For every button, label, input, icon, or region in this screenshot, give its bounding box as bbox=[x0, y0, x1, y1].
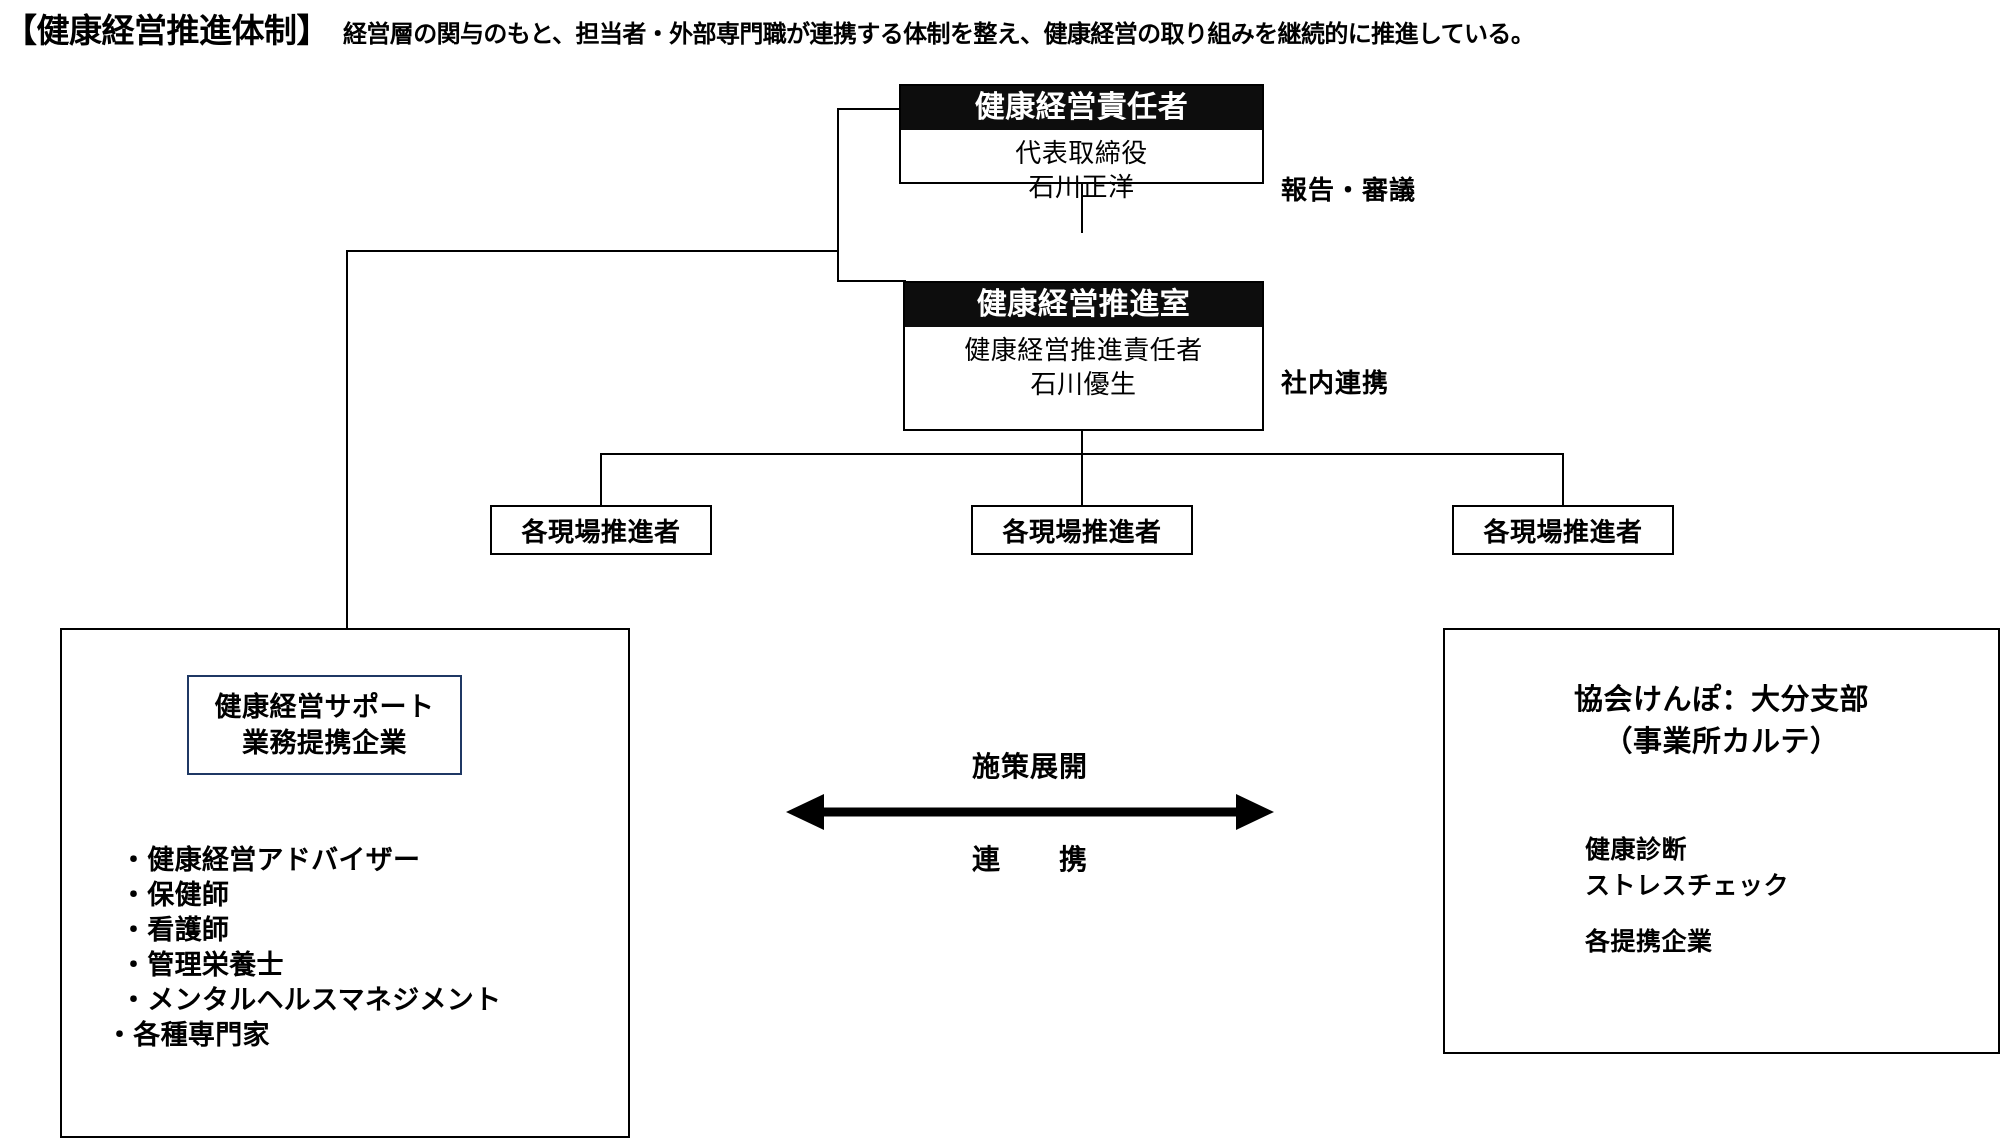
node-exec-role: 代表取締役 bbox=[1015, 138, 1148, 168]
label-report-deliberation: 報告・審議 bbox=[1281, 175, 1417, 205]
page-header: 【健康経営推進体制】 経営層の関与のもと、担当者・外部専門職が連携する体制を整え… bbox=[4, 4, 1996, 50]
panel-kyokai-kenpo-oita[interactable]: 協会けんぽ：大分支部 （事業所カルテ） 健康診断 ストレスチェック 各提携企業 bbox=[1443, 628, 2000, 1054]
page-description: 経営層の関与のもと、担当者・外部専門職が連携する体制を整え、健康経営の取り組みを… bbox=[343, 21, 1535, 48]
list-spacer bbox=[1585, 904, 1789, 924]
node-exec-name: 石川正洋 bbox=[1028, 172, 1135, 202]
connector-exec-left-stub bbox=[837, 108, 902, 110]
label-internal-cooperation: 社内連携 bbox=[1281, 368, 1390, 398]
node-health-management-executive[interactable]: 健康経営責任者 代表取締役 石川正洋 bbox=[899, 84, 1264, 202]
connector-left-panel-vertical bbox=[346, 250, 348, 630]
connector-promoter-drop-1 bbox=[600, 453, 602, 506]
list-item: ・メンタルヘルスマネジメント bbox=[120, 985, 502, 1015]
connector-bracket-to-left-panel-horizontal bbox=[346, 250, 839, 252]
page-title: 【健康経営推進体制】 bbox=[4, 12, 330, 49]
list-item: ・健康経営アドバイザー bbox=[120, 845, 421, 875]
panel-left-inner-title-line1: 健康経営サポート bbox=[214, 692, 435, 722]
label-cooperation: 連 携 bbox=[971, 844, 1088, 875]
node-site-promoter-1[interactable]: 各現場推進者 bbox=[490, 505, 712, 555]
bidirectional-arrow-icon bbox=[786, 790, 1274, 839]
node-site-promoter-2[interactable]: 各現場推進者 bbox=[971, 505, 1193, 555]
list-item: ・看護師 bbox=[120, 915, 230, 945]
node-office-role: 健康経営推進責任者 bbox=[964, 335, 1203, 365]
connector-promoter-drop-2 bbox=[1081, 453, 1083, 506]
node-exec-header: 健康経営責任者 bbox=[901, 86, 1262, 130]
list-item: 各提携企業 bbox=[1585, 928, 1713, 956]
connector-office-down bbox=[1081, 430, 1083, 455]
node-health-management-office[interactable]: 健康経営推進室 健康経営推進責任者 石川優生 bbox=[903, 281, 1264, 431]
list-item: ・保健師 bbox=[120, 880, 230, 910]
list-item: ・各種専門家 bbox=[106, 1020, 270, 1050]
node-site-promoter-3[interactable]: 各現場推進者 bbox=[1452, 505, 1674, 555]
label-policy-deployment: 施策展開 bbox=[971, 751, 1088, 782]
node-exec-body: 代表取締役 石川正洋 bbox=[901, 130, 1262, 204]
panel-left-inner-title-box: 健康経営サポート 業務提携企業 bbox=[187, 675, 462, 775]
connector-exec-to-office bbox=[1081, 183, 1083, 233]
list-item: ストレスチェック bbox=[1585, 872, 1790, 900]
node-office-body: 健康経営推進責任者 石川優生 bbox=[905, 327, 1262, 401]
panel-right-title-line1: 協会けんぽ：大分支部 bbox=[1573, 684, 1869, 716]
panel-right-title-line2: （事業所カルテ） bbox=[1603, 726, 1840, 758]
node-site-promoter-3-label: 各現場推進者 bbox=[1483, 516, 1643, 547]
node-office-name: 石川優生 bbox=[1030, 369, 1137, 399]
panel-left-inner-title-line2: 業務提携企業 bbox=[242, 728, 407, 758]
node-office-header: 健康経営推進室 bbox=[905, 283, 1262, 327]
node-site-promoter-2-label: 各現場推進者 bbox=[1002, 516, 1162, 547]
connector-left-bracket-vertical bbox=[837, 108, 839, 282]
list-item: ・管理栄養士 bbox=[120, 950, 284, 980]
panel-left-item-list: ・健康経営アドバイザー ・保健師 ・看護師 ・管理栄養士 ・メンタルヘルスマネジ… bbox=[106, 843, 502, 1053]
node-site-promoter-1-label: 各現場推進者 bbox=[521, 516, 681, 547]
connector-promoter-drop-3 bbox=[1562, 453, 1564, 506]
panel-right-item-group1: 健康診断 ストレスチェック 各提携企業 bbox=[1585, 832, 1789, 960]
list-item: 健康診断 bbox=[1585, 836, 1688, 864]
panel-health-support-partners[interactable]: 健康経営サポート 業務提携企業 ・健康経営アドバイザー ・保健師 ・看護師 ・管… bbox=[60, 628, 630, 1138]
connector-office-left-stub bbox=[837, 280, 906, 282]
